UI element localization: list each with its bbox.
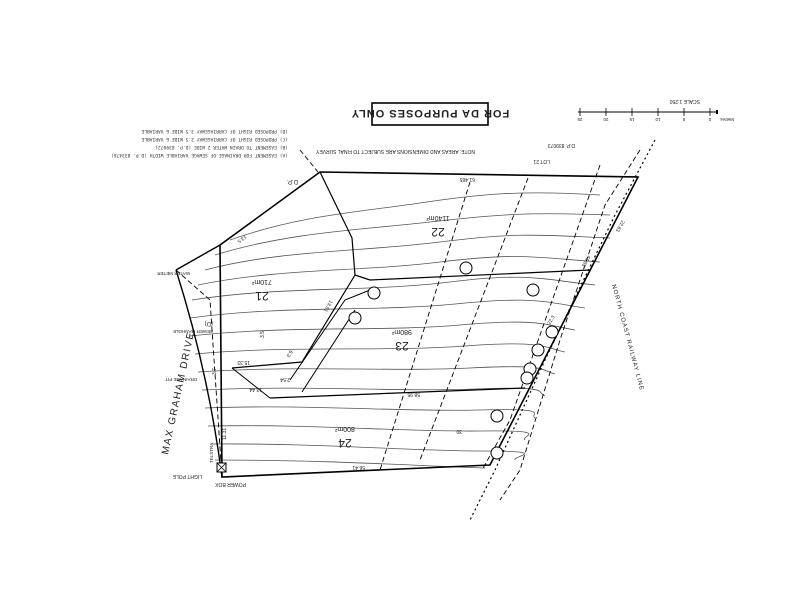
legend-line-d: (D) PROPOSED RIGHT OF CARRIAGEWAY 3.5 WI… (141, 128, 288, 134)
contour-lines (189, 192, 611, 469)
dim-inner-2: 15.33 (237, 359, 250, 365)
dim-bottom: 56.41 (352, 464, 365, 470)
railway-line (469, 139, 656, 521)
dp-reference: D.P. 839073 (548, 142, 575, 148)
water-meter-label: WATER METER (157, 271, 190, 276)
lot-23-area: 980m² (391, 328, 412, 335)
easement-d-label: (D) (205, 320, 213, 326)
lot-22-area: 1140m² (426, 214, 450, 221)
dim-left-1: 13.5 (236, 233, 248, 244)
dim-inner-4: 3.5 (260, 331, 266, 338)
tree-1 (459, 261, 473, 275)
scale-title: SCALE 1:250 (669, 98, 700, 104)
easement-lines (175, 149, 641, 501)
scale-tick-label: 25 (577, 117, 583, 122)
dim-inner-1: 13.44 (249, 386, 262, 392)
legend-line-b: (B) EASEMENT TO DRAIN WATER 2 WIDE (D.P.… (155, 144, 288, 150)
power-box-symbol (216, 462, 227, 473)
lot-21-number: 21 (255, 289, 269, 303)
sewer-manhole-label: SEWER MANHOLE (173, 329, 213, 334)
tree-3 (526, 283, 540, 297)
railway-name: NORTH COAST RAILWAY LINE (610, 284, 644, 392)
boundary-lines (175, 171, 640, 478)
title-box-text: FOR DA PURPOSES ONLY (351, 107, 510, 119)
dp-side-label: D.P. (287, 178, 298, 184)
lot-22-number: 22 (431, 225, 445, 239)
scale-units: Metres (719, 117, 734, 122)
dim-boundary-mid: 58.95 (407, 391, 420, 397)
dim-inner-7: 41.53 (580, 254, 592, 268)
parcel-outline (219, 171, 640, 478)
service-labels: SEWER MANHOLE WATER METER DRAINAGE PIT L… (157, 271, 246, 487)
drainage-pit-label: DRAINAGE PIT (165, 377, 197, 382)
dim-inner-5: 2.54 (280, 376, 290, 382)
telstra-label: TELSTRA (209, 443, 214, 463)
legend-line-a: (A) EASEMENT FOR DRAINAGE OF SEWAGE VARI… (111, 152, 288, 158)
tree-4 (348, 311, 362, 325)
lot-21-above: LOT 21 (533, 158, 550, 164)
power-box-label: POWER BOX (214, 481, 246, 487)
road-name: MAX GRAHAM DRIVE (160, 330, 197, 455)
tree-10 (490, 446, 504, 460)
scale-bar: SCALE 1:250 0 5 10 15 20 25 Metres (577, 98, 734, 122)
tree-9 (490, 409, 504, 423)
easement-legend: (A) EASEMENT FOR DRAINAGE OF SEWAGE VARI… (111, 128, 288, 158)
lot-24-area: 800m² (334, 425, 355, 432)
tree-6 (531, 343, 545, 357)
tree-8 (520, 371, 534, 385)
header-block: FOR DA PURPOSES ONLY NOTE: AREAS AND DIM… (111, 98, 734, 164)
dim-top: 61.465 (459, 176, 475, 182)
dimension-labels: 61.465 56.41 58.95 22.63 13.5 13.51 3.7 … (212, 176, 625, 470)
dim-left-2: 13.51 (322, 299, 334, 313)
lot-24-number: 24 (338, 436, 352, 450)
dim-inner-8: 22.3 (547, 314, 557, 326)
lot-23-number: 23 (395, 339, 409, 353)
lot-21-area: 710m² (251, 278, 272, 285)
tree-5 (545, 325, 559, 339)
scale-tick-label: 15 (629, 117, 635, 122)
dim-right-upper: 22.63 (614, 219, 626, 233)
tree-2 (367, 286, 381, 300)
legend-line-c: (C) PROPOSED RIGHT OF CARRIAGEWAY 2.5 WI… (141, 136, 288, 142)
dim-left-3: 3.7 (212, 368, 218, 375)
scale-tick-label: 10 (655, 117, 661, 122)
scale-tick-label: 0 (708, 117, 711, 122)
lot-labels: 22 1140m² 21 710m² 23 980m² 24 800m² (251, 214, 449, 450)
scale-tick-label: 5 (682, 117, 685, 122)
scale-tick-label: 20 (603, 117, 609, 122)
dim-left-4: 11.31 (222, 428, 228, 440)
title-box: FOR DA PURPOSES ONLY (351, 102, 510, 126)
light-pole-label: LIGHT POLE (172, 473, 202, 479)
dim-inner-6: 30 (456, 428, 462, 434)
dim-inner-3: 6.3 (285, 349, 294, 358)
survey-note: NOTE: AREAS AND DIMENSIONS ARE SUBJECT T… (315, 148, 475, 154)
trees (348, 261, 559, 460)
